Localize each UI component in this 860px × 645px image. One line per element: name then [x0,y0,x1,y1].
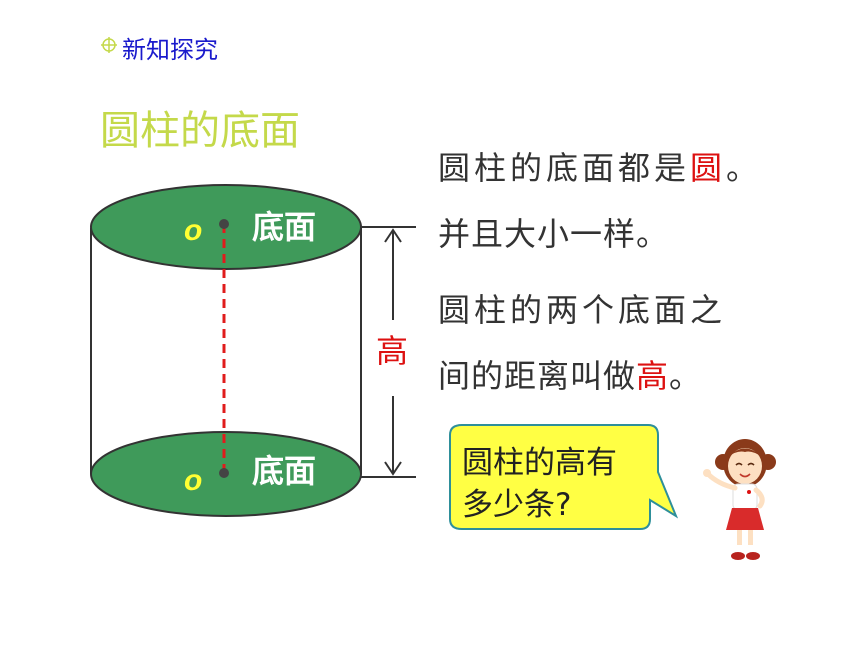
top-center-dot [219,219,229,229]
highlight-circle: 圆 [690,149,727,187]
speech-bubble [449,424,679,530]
bottom-center-letter: o [184,464,202,497]
explanation-line-4: 间的距离叫做高。 [438,357,703,395]
section-label: 新知探究 [122,36,218,64]
girl-illustration-icon [703,439,776,560]
height-label: 高 [376,332,408,370]
bottom-center-dot [219,468,229,478]
top-base-label: 底面 [252,208,316,246]
arrow-down-icon [384,461,402,476]
page-title: 圆柱的底面 [100,108,300,154]
crosshair-bullet-icon [101,37,117,53]
bubble-line-1: 圆柱的高有 [462,445,617,481]
explanation-line-2: 并且大小一样。 [438,215,670,253]
highlight-height: 高 [636,357,670,395]
explanation-line-3: 圆柱的两个底面之 [438,291,727,329]
top-center-letter: o [184,214,202,247]
bubble-line-2: 多少条? [462,487,572,523]
bottom-base-label: 底面 [252,452,316,490]
explanation-line-1: 圆柱的底面都是圆。 [438,149,763,187]
arrow-up-icon [384,228,402,243]
speech-bubble-text: 圆柱的高有 多少条? [462,442,617,526]
